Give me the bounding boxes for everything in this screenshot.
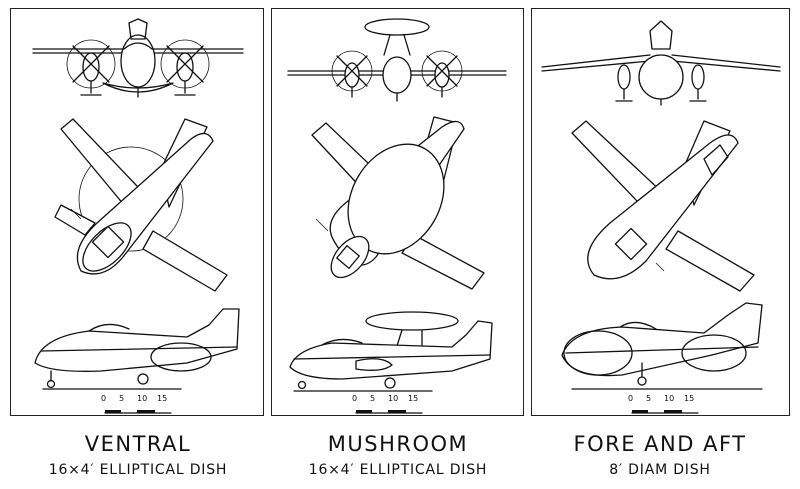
ventral-side-view xyxy=(34,308,240,390)
panel-mushroom: 0 5 10 15 xyxy=(271,8,524,416)
ventral-front-view xyxy=(32,18,244,98)
scale-tick: 10 xyxy=(137,394,148,403)
mushroom-plan-view xyxy=(311,116,485,290)
scale-tick: 15 xyxy=(684,394,695,403)
fore-and-aft-title: FORE AND AFT xyxy=(573,432,747,456)
ventral-drawing xyxy=(32,18,244,390)
mushroom-scale-labels: 0 5 10 15 xyxy=(350,394,430,406)
mushroom-title: MUSHROOM xyxy=(327,432,469,456)
fore-and-aft-drawing xyxy=(541,20,781,390)
scale-tick: 5 xyxy=(119,394,125,403)
fore-and-aft-plan-view xyxy=(571,120,755,292)
scale-tick: 15 xyxy=(408,394,419,403)
fore-and-aft-scale-labels: 0 5 10 15 xyxy=(626,394,706,406)
mushroom-drawing xyxy=(287,18,507,392)
panel-ventral: 0 5 10 15 xyxy=(10,8,264,416)
fore-and-aft-front-view xyxy=(541,20,781,106)
mushroom-subtitle: 16×4′ ELLIPTICAL DISH xyxy=(308,462,488,478)
mushroom-side-view xyxy=(289,311,493,392)
ventral-subtitle: 16×4′ ELLIPTICAL DISH xyxy=(48,462,228,478)
scale-tick: 10 xyxy=(388,394,399,403)
mushroom-scale-bar xyxy=(355,410,423,414)
scale-tick: 15 xyxy=(157,394,168,403)
mushroom-front-view xyxy=(287,18,507,102)
scale-tick: 0 xyxy=(628,394,634,403)
fore-and-aft-side-view xyxy=(561,302,763,390)
scale-tick: 0 xyxy=(101,394,107,403)
fore-and-aft-subtitle: 8′ DIAM DISH xyxy=(609,462,711,478)
scale-tick: 10 xyxy=(664,394,675,403)
scale-tick: 0 xyxy=(352,394,358,403)
ventral-scale-bar xyxy=(104,410,172,414)
panel-fore-and-aft: 0 5 10 15 xyxy=(531,8,790,416)
scale-tick: 5 xyxy=(646,394,652,403)
fore-and-aft-scale-bar xyxy=(631,410,699,414)
ventral-scale-labels: 0 5 10 15 xyxy=(99,394,179,406)
ventral-plan-view xyxy=(54,118,228,292)
ventral-title: VENTRAL xyxy=(84,432,192,456)
scale-tick: 5 xyxy=(370,394,376,403)
